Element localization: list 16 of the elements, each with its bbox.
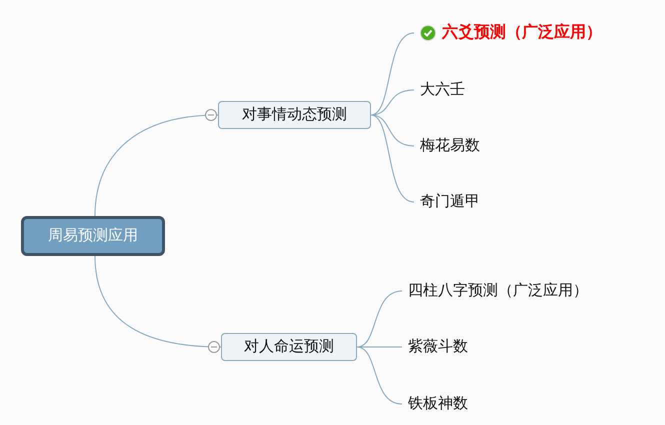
connector-line <box>370 114 414 146</box>
subtopic-text: 梅花易数 <box>420 134 490 158</box>
subtopic-text: 四柱八字预测（广泛应用） <box>408 279 608 303</box>
subtopic-text: 大六壬 <box>420 78 480 102</box>
root-topic-box: 周易预测应用 <box>21 216 165 256</box>
topic-box: 对人命运预测 <box>221 333 357 361</box>
subtopic-text: 铁板神数 <box>408 392 478 416</box>
topic-box: 对事情动态预测 <box>218 101 371 129</box>
connector-line <box>356 346 402 348</box>
subtopic-text: 紫薇斗数 <box>408 335 478 359</box>
connector-line <box>370 32 414 116</box>
connector-line <box>356 346 402 404</box>
subtopic-text: 奇门遁甲 <box>420 190 490 214</box>
highlighted-subtopic-text: 六爻预测（广泛应用） <box>442 21 602 45</box>
connector-line <box>356 290 402 348</box>
connector-line <box>370 114 414 202</box>
